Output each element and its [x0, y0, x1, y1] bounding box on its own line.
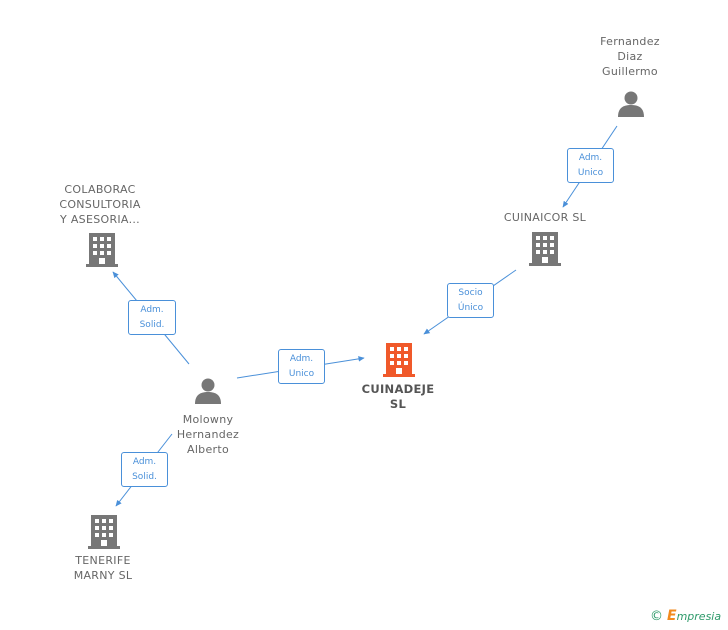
- company-cuinaicor-label[interactable]: CUINAICOR SL: [503, 211, 587, 224]
- building-icon[interactable]: [529, 232, 561, 266]
- person-icon[interactable]: [616, 89, 646, 119]
- copyright-icon: ©: [650, 609, 663, 624]
- brand-logo-initial: E: [667, 608, 677, 624]
- relation-label-adm-solid[interactable]: Adm. Solid.: [128, 300, 176, 335]
- company-colaborac-label[interactable]: COLABORAC CONSULTORIA Y ASESORIA...: [59, 183, 141, 226]
- relation-label-adm-solid[interactable]: Adm. Solid.: [121, 452, 168, 487]
- relation-label-socio-unico[interactable]: Socio Único: [447, 283, 494, 318]
- brand-name: mpresia: [676, 610, 722, 623]
- person-molowny-label[interactable]: Molowny Hernandez Alberto: [176, 413, 240, 456]
- person-fernandez-label[interactable]: Fernandez Diaz Guillermo: [600, 35, 660, 78]
- building-icon[interactable]: [86, 233, 118, 267]
- relation-label-adm-unico[interactable]: Adm. Unico: [278, 349, 325, 384]
- person-icon[interactable]: [193, 376, 223, 406]
- company-cuinadeje-label[interactable]: CUINADEJE SL: [361, 382, 435, 411]
- relation-label-adm-unico[interactable]: Adm. Unico: [567, 148, 614, 183]
- building-icon-main[interactable]: [383, 343, 415, 377]
- brand-footer: © Empresia: [650, 608, 721, 624]
- company-tenerife-label[interactable]: TENERIFE MARNY SL: [73, 554, 133, 582]
- building-icon[interactable]: [88, 515, 120, 549]
